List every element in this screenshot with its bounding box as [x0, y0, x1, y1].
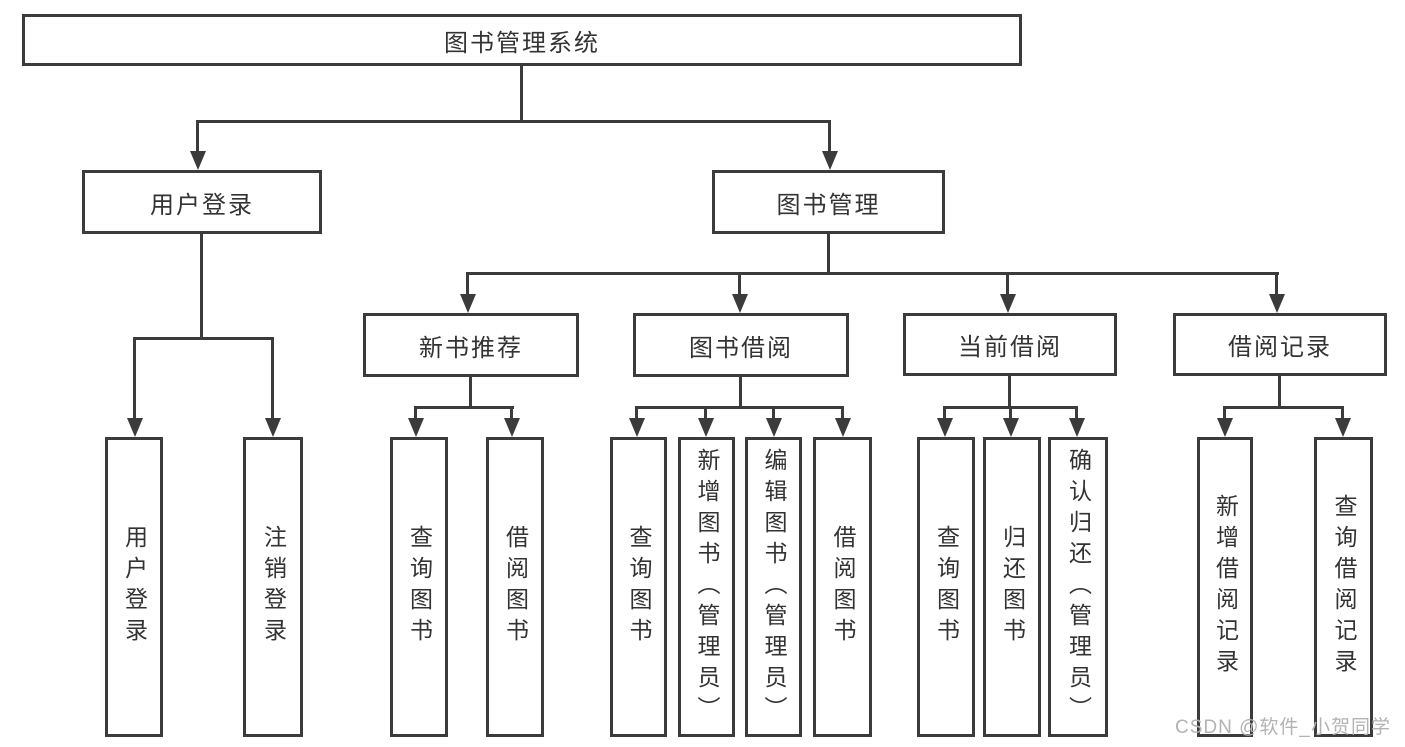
edge-user-login-bar: [133, 337, 274, 340]
arrow-to-query-books-1: [407, 406, 424, 437]
leaf-add-borrow-record: 新增借阅记录: [1197, 437, 1253, 737]
edge-book-borrowing-bar: [635, 406, 844, 409]
arrow-to-borrow-books-2: [834, 406, 851, 437]
node-current-borrowing: 当前借阅: [903, 313, 1117, 376]
arrow-to-confirm-return-admin: [1068, 406, 1085, 437]
leaf-query-borrow-record: 查询借阅记录: [1314, 437, 1373, 737]
arrow-to-edit-book-admin: [765, 406, 782, 437]
arrow-to-borrowing-records: [1268, 272, 1285, 313]
edge-root-bar: [196, 120, 831, 123]
edge-current-borrowing-stem: [1008, 375, 1011, 409]
node-borrowing-records: 借阅记录: [1173, 313, 1387, 376]
edge-root-stem: [520, 65, 523, 120]
node-library-management-system: 图书管理系统: [22, 14, 1022, 66]
leaf-query-books-3: 查询图书: [917, 437, 975, 737]
leaf-add-book-admin: 新增图书（管理员）: [678, 437, 735, 737]
node-book-management: 图书管理: [712, 170, 945, 234]
arrow-to-current-borrowing: [999, 272, 1016, 313]
edge-new-book-bar: [414, 406, 514, 409]
leaf-query-books-2: 查询图书: [610, 437, 667, 737]
arrow-to-query-books-2: [628, 406, 645, 437]
edge-borrowing-records-bar: [1223, 406, 1344, 409]
csdn-watermark: CSDN @软件_小贺同学: [1175, 717, 1391, 738]
node-new-book-recommendation: 新书推荐: [363, 313, 579, 377]
arrow-to-leaf-logout: [264, 337, 281, 437]
arrow-to-add-book-admin: [697, 406, 714, 437]
arrow-to-book-borrowing: [731, 272, 748, 313]
node-user-login: 用户登录: [82, 170, 322, 234]
edge-book-borrowing-stem: [739, 377, 742, 409]
arrow-to-return-books: [1002, 406, 1019, 437]
arrow-to-query-borrow-record: [1334, 406, 1351, 437]
arrow-to-borrow-books-1: [503, 406, 520, 437]
node-book-borrowing: 图书借阅: [633, 313, 849, 377]
edge-borrowing-records-stem: [1278, 375, 1281, 409]
leaf-borrow-books-1: 借阅图书: [486, 437, 544, 737]
arrow-to-leaf-user-login: [126, 337, 143, 437]
leaf-user-login: 用户登录: [105, 437, 163, 737]
leaf-return-books: 归还图书: [983, 437, 1041, 737]
arrow-to-query-books-3: [936, 406, 953, 437]
edge-book-management-bar: [466, 272, 1279, 275]
arrow-to-add-borrow-record: [1216, 406, 1233, 437]
arrow-to-user-login: [189, 120, 206, 170]
edge-user-login-stem: [200, 233, 203, 337]
arrow-to-new-book-recommendation: [459, 272, 476, 313]
leaf-confirm-return-admin: 确认归还（管理员）: [1048, 437, 1108, 737]
edge-book-management-stem: [827, 233, 830, 275]
leaf-query-books-1: 查询图书: [390, 437, 448, 737]
leaf-borrow-books-2: 借阅图书: [813, 437, 872, 737]
leaf-logout: 注销登录: [243, 437, 303, 737]
edge-new-book-stem: [469, 376, 472, 409]
arrow-to-book-management: [821, 120, 838, 170]
leaf-edit-book-admin: 编辑图书（管理员）: [745, 437, 802, 737]
